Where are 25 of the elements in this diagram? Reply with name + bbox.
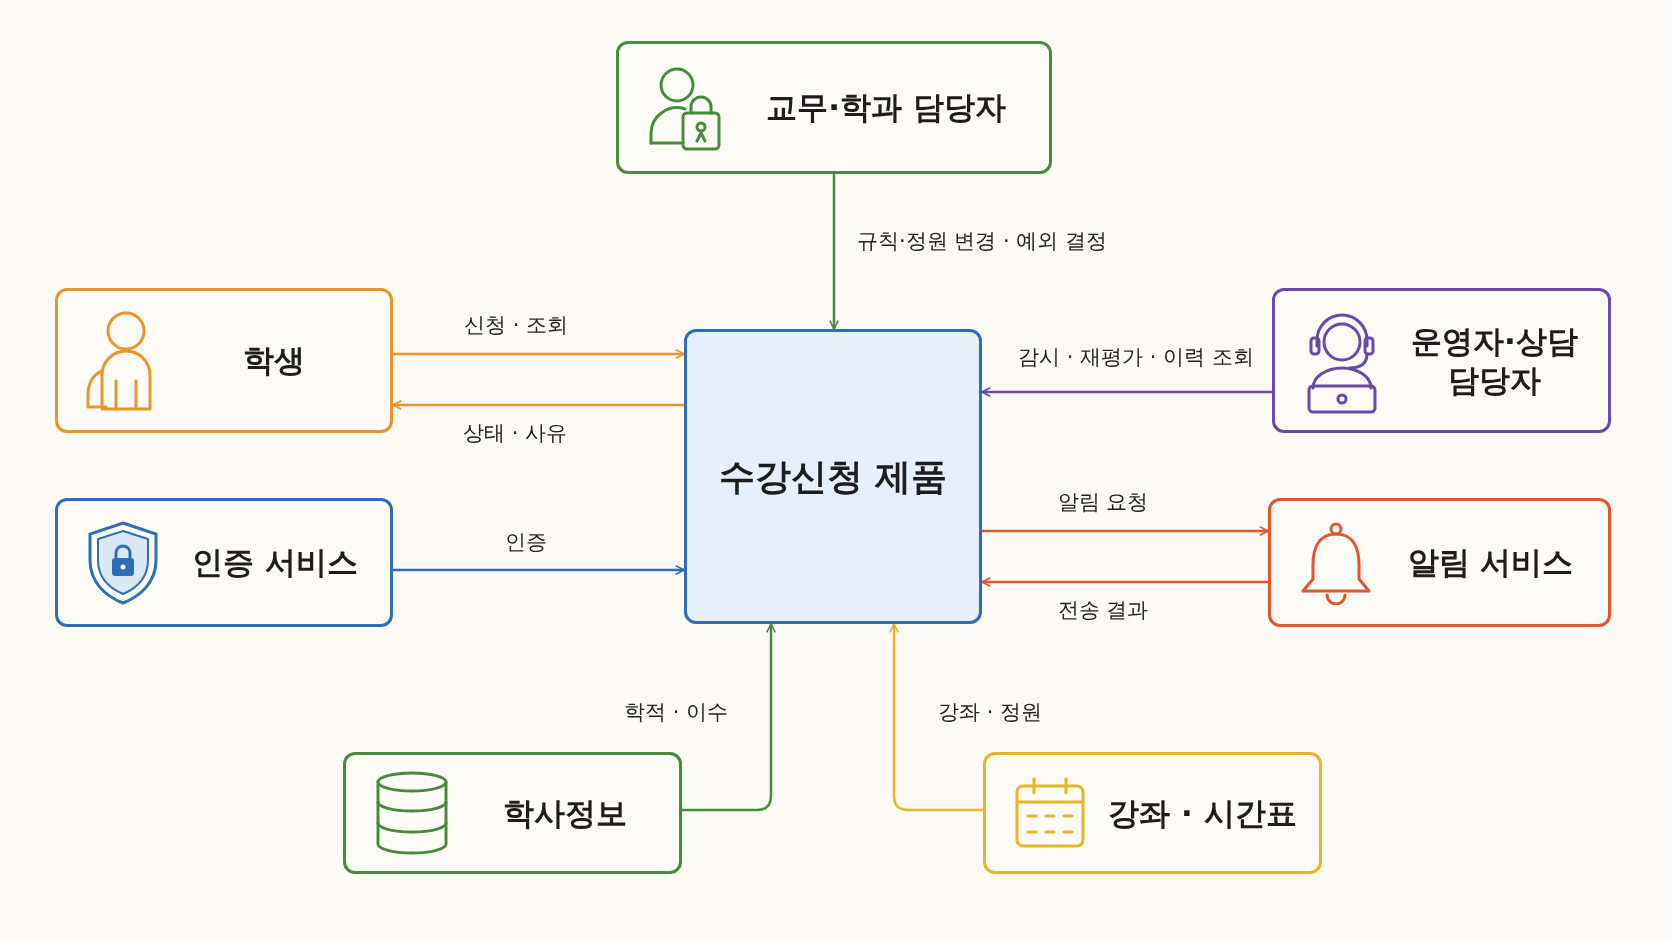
- node-label: 학생: [242, 341, 306, 380]
- node-label: 교무·학과 담당자: [765, 88, 1007, 127]
- arrow: [981, 577, 1268, 587]
- arrow: [982, 526, 1269, 536]
- actor-box: [55, 498, 393, 627]
- actor-box: [1272, 288, 1611, 433]
- system-title: 수강신청 제품: [717, 455, 949, 499]
- arrow: [393, 565, 685, 575]
- node-label: 강좌 · 시간표: [1107, 793, 1298, 833]
- actor-box: [55, 288, 393, 433]
- arrow: [393, 349, 685, 359]
- arrow: [889, 623, 983, 812]
- node-label: 학사정보: [501, 793, 628, 833]
- arrow: [829, 174, 839, 330]
- node-label: 운영자·상담 담당자: [1410, 321, 1579, 400]
- arrow: [682, 623, 776, 812]
- arrow: [392, 400, 684, 410]
- arrow: [981, 387, 1272, 397]
- actor-box: [1268, 498, 1611, 627]
- system-box: [684, 329, 982, 624]
- node-label: 인증 서비스: [191, 543, 359, 582]
- actor-box: [616, 41, 1052, 174]
- actor-box: [343, 752, 682, 874]
- actor-box: [983, 752, 1322, 874]
- node-label: 알림 서비스: [1406, 543, 1575, 582]
